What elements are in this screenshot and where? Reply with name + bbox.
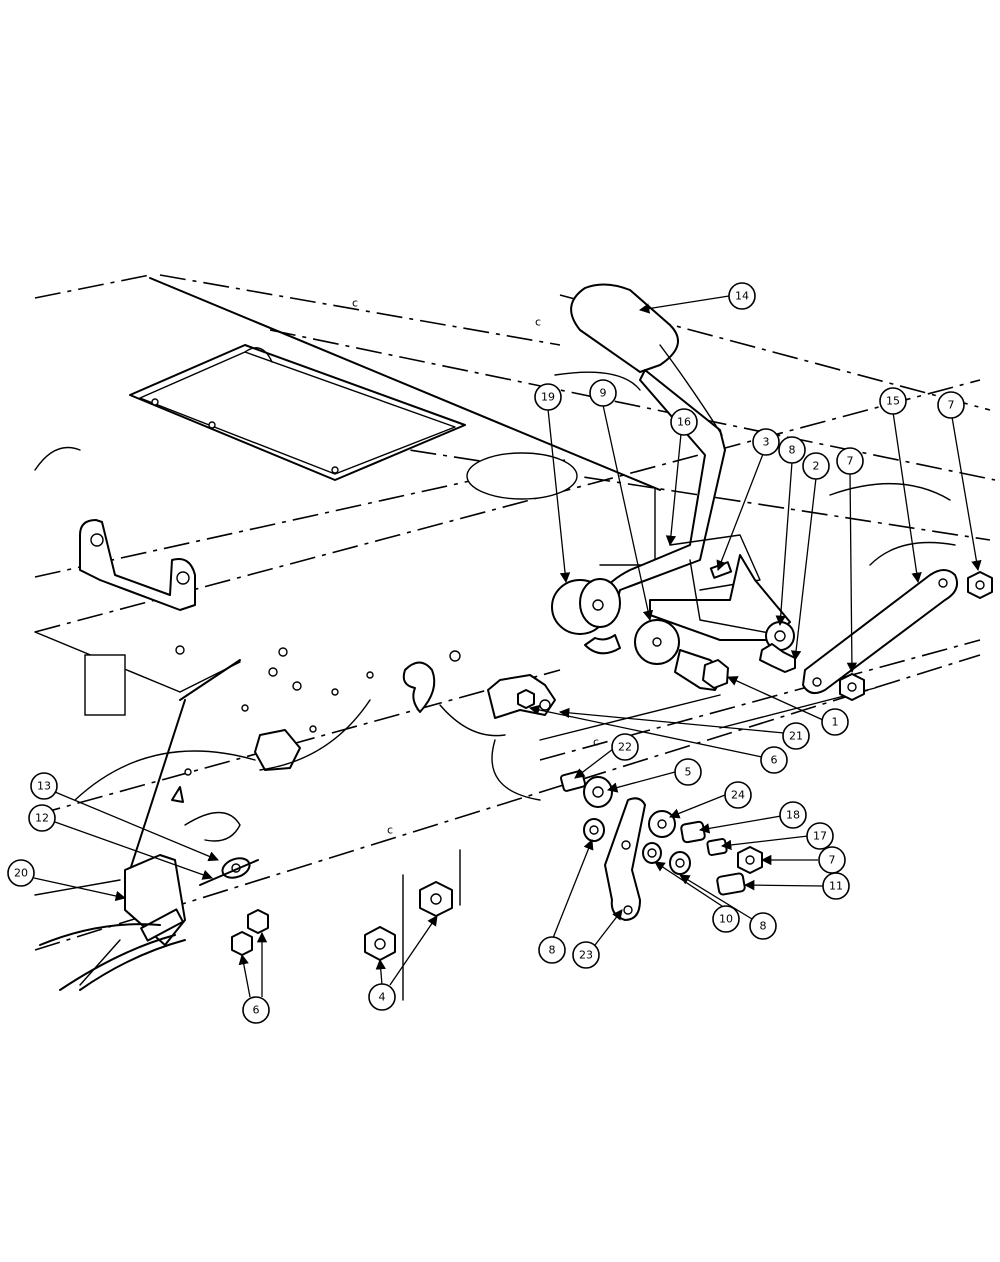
roller bbox=[551, 578, 621, 655]
svg-text:20: 20 bbox=[14, 867, 28, 880]
deck-openings bbox=[34, 371, 956, 566]
svg-text:9: 9 bbox=[600, 387, 607, 400]
svg-text:13: 13 bbox=[37, 780, 51, 793]
callout-7: 7 bbox=[937, 391, 965, 419]
svg-text:14: 14 bbox=[735, 290, 749, 303]
svg-text:5: 5 bbox=[685, 766, 692, 779]
callout-13: 13 bbox=[30, 772, 58, 800]
svg-text:7: 7 bbox=[948, 399, 955, 412]
svg-text:24: 24 bbox=[731, 789, 745, 802]
access-panel bbox=[129, 344, 466, 481]
part-mark: c bbox=[593, 736, 599, 749]
svg-text:2: 2 bbox=[813, 460, 820, 473]
washer-and-pin bbox=[634, 619, 729, 691]
callout-1: 1 bbox=[821, 708, 849, 736]
svg-text:23: 23 bbox=[579, 949, 593, 962]
svg-text:21: 21 bbox=[789, 730, 803, 743]
leader-lines bbox=[33, 295, 982, 998]
part-mark: c bbox=[352, 297, 358, 310]
cam-bracket bbox=[402, 650, 556, 737]
part-mark: c bbox=[535, 316, 541, 329]
callout-10: 10 bbox=[712, 905, 740, 933]
svg-text:15: 15 bbox=[886, 395, 900, 408]
part-marks: c c c c bbox=[352, 297, 599, 837]
callout-16: 16 bbox=[670, 408, 698, 436]
svg-text:7: 7 bbox=[847, 455, 854, 468]
callout-11: 11 bbox=[822, 872, 850, 900]
svg-text:10: 10 bbox=[719, 913, 733, 926]
callout-22: 22 bbox=[611, 733, 639, 761]
svg-text:22: 22 bbox=[618, 741, 632, 754]
svg-text:17: 17 bbox=[813, 830, 827, 843]
nuts-group-4 bbox=[364, 881, 453, 961]
svg-text:19: 19 bbox=[541, 391, 555, 404]
callout-20: 20 bbox=[7, 859, 35, 887]
callout-8: 8 bbox=[778, 436, 806, 464]
svg-text:11: 11 bbox=[829, 880, 843, 893]
callout-7: 7 bbox=[836, 447, 864, 475]
svg-text:4: 4 bbox=[379, 991, 386, 1004]
svg-text:1: 1 bbox=[832, 716, 839, 729]
ball-joint bbox=[199, 857, 259, 886]
callout-7: 7 bbox=[818, 846, 846, 874]
svg-text:18: 18 bbox=[786, 809, 800, 822]
svg-text:8: 8 bbox=[789, 444, 796, 457]
callout-8: 8 bbox=[538, 936, 566, 964]
svg-text:16: 16 bbox=[677, 416, 691, 429]
link-arm bbox=[759, 569, 993, 701]
callout-21: 21 bbox=[782, 722, 810, 750]
callout-18: 18 bbox=[779, 801, 807, 829]
side-plate bbox=[39, 645, 374, 991]
callout-5: 5 bbox=[674, 758, 702, 786]
callout-6: 6 bbox=[760, 746, 788, 774]
callout-8: 8 bbox=[749, 912, 777, 940]
callout-14: 14 bbox=[728, 282, 756, 310]
bolts-lower-left bbox=[231, 909, 269, 956]
callout-17: 17 bbox=[806, 822, 834, 850]
mounting-bracket bbox=[79, 519, 196, 716]
svg-text:6: 6 bbox=[771, 754, 778, 767]
svg-text:12: 12 bbox=[35, 812, 49, 825]
callout-3: 3 bbox=[752, 428, 780, 456]
callouts: 14 19 9 16 3 8 2 7 15 7 1 21 6 22 5 24 1… bbox=[7, 282, 965, 1024]
svg-text:8: 8 bbox=[549, 944, 556, 957]
callout-4: 4 bbox=[368, 983, 396, 1011]
callout-12: 12 bbox=[28, 804, 56, 832]
part-mark: c bbox=[387, 824, 393, 837]
callout-6: 6 bbox=[242, 996, 270, 1024]
callout-2: 2 bbox=[802, 452, 830, 480]
svg-text:6: 6 bbox=[253, 1004, 260, 1017]
svg-text:3: 3 bbox=[763, 436, 770, 449]
callout-24: 24 bbox=[724, 781, 752, 809]
callout-19: 19 bbox=[534, 383, 562, 411]
lower-linkage bbox=[491, 739, 763, 921]
svg-text:8: 8 bbox=[760, 920, 767, 933]
svg-text:7: 7 bbox=[829, 854, 836, 867]
callout-15: 15 bbox=[879, 387, 907, 415]
callout-9: 9 bbox=[589, 379, 617, 407]
callout-23: 23 bbox=[572, 941, 600, 969]
